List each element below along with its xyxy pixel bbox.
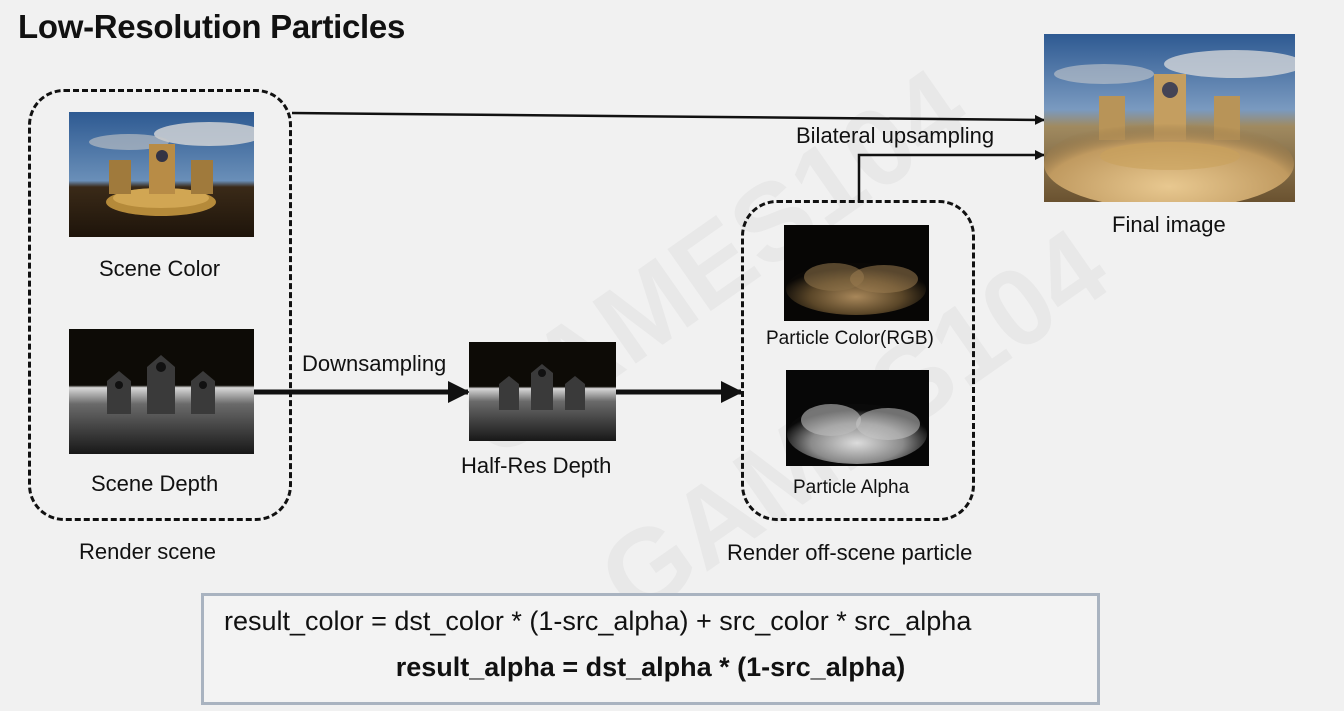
- bilateral-upsampling-label: Bilateral upsampling: [796, 123, 995, 148]
- scene-to-final-arrow: [291, 111, 1045, 125]
- final-image-label: Final image: [1112, 212, 1226, 237]
- bilateral-upsampling-arrow: [857, 150, 1045, 202]
- particle-color-image: [784, 225, 929, 321]
- scene-color-label: Scene Color: [99, 256, 221, 281]
- formula-box: result_color = dst_color * (1-src_alpha)…: [201, 593, 1100, 705]
- formula-color: result_color = dst_color * (1-src_alpha)…: [224, 606, 972, 636]
- slide-title: Low-Resolution Particles: [18, 8, 406, 45]
- particle-alpha-image: [786, 370, 929, 466]
- scene-color-image: [69, 112, 254, 237]
- formula-alpha: result_alpha = dst_alpha * (1-src_alpha): [395, 652, 906, 682]
- scene-depth-label: Scene Depth: [91, 471, 219, 496]
- half-res-depth-image: [469, 342, 616, 441]
- render-scene-group: [28, 89, 292, 521]
- particle-alpha-label: Particle Alpha: [793, 477, 910, 498]
- scene-depth-image: [69, 329, 254, 454]
- particle-color-label: Particle Color(RGB): [766, 328, 934, 349]
- final-image: [1044, 34, 1295, 202]
- render-particle-label: Render off-scene particle: [727, 540, 973, 565]
- render-scene-label: Render scene: [79, 539, 216, 564]
- half-res-depth-label: Half-Res Depth: [461, 453, 612, 478]
- downsampling-label: Downsampling: [302, 351, 447, 376]
